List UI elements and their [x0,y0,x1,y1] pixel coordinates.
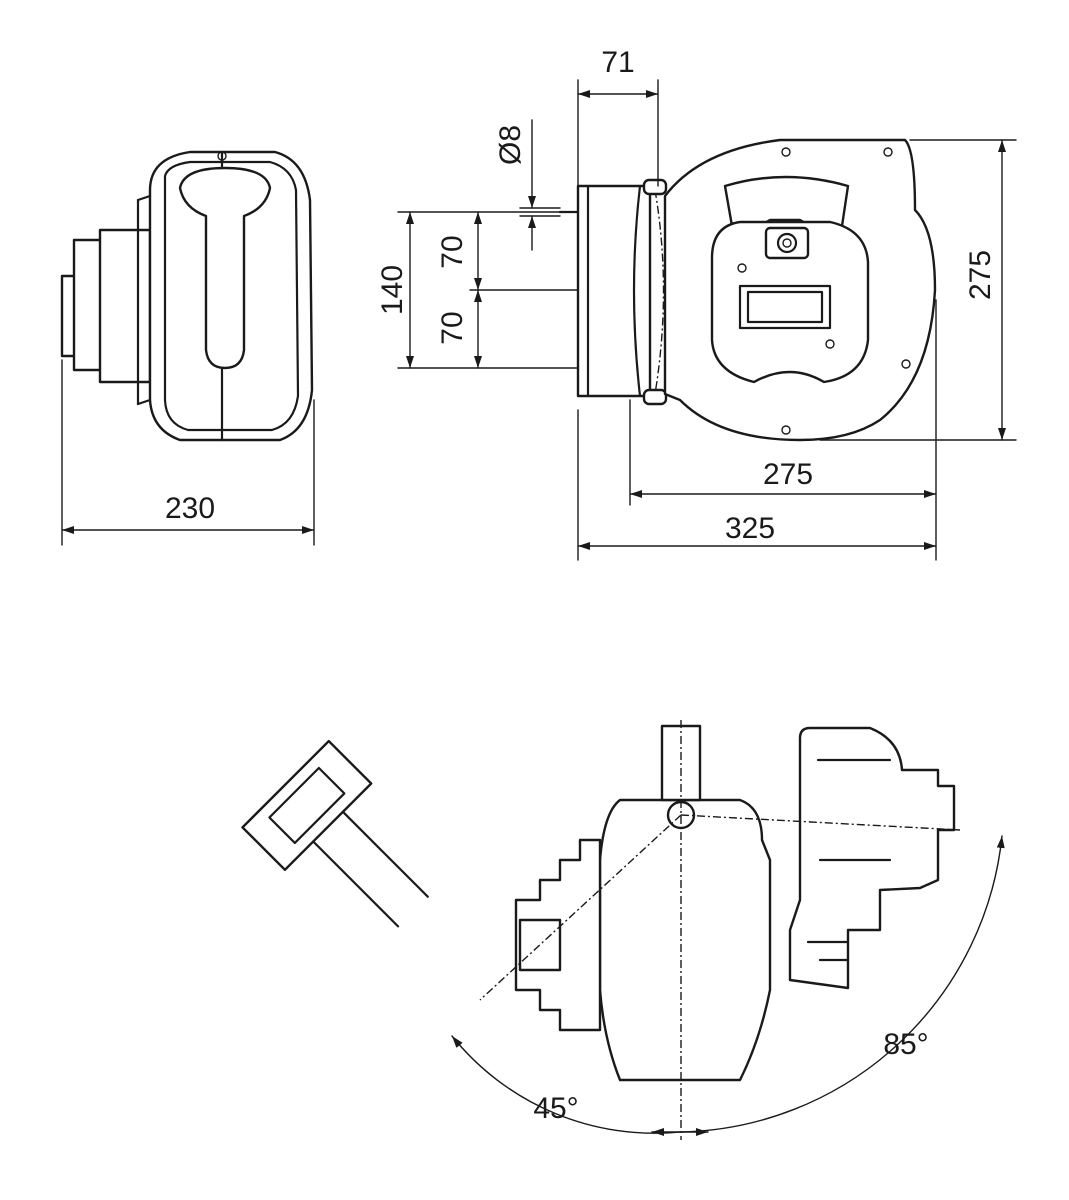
rotated-housing-right [788,726,956,990]
swivel-view: 45° 85° [241,720,1005,1140]
front-view: Ø8 71 70 70 140 275 275 325 [376,46,1017,561]
dim-bolt-diameter: Ø8 [494,125,527,165]
dim-body-diameter: 275 [763,458,813,491]
side-view: 230 [60,150,315,546]
dim-body-height: 275 [964,250,997,300]
dim-bracket-depth: 71 [601,46,634,79]
dim-hole-spacing-lower: 70 [436,311,469,344]
dim-overall-length: 325 [725,512,775,545]
dim-swivel-right: 85° [883,1028,928,1061]
dim-hole-spacing-total: 140 [376,265,409,315]
dim-hole-spacing-upper: 70 [436,235,469,268]
dim-side-width: 230 [165,492,215,525]
dim-swivel-left: 45° [533,1092,578,1125]
